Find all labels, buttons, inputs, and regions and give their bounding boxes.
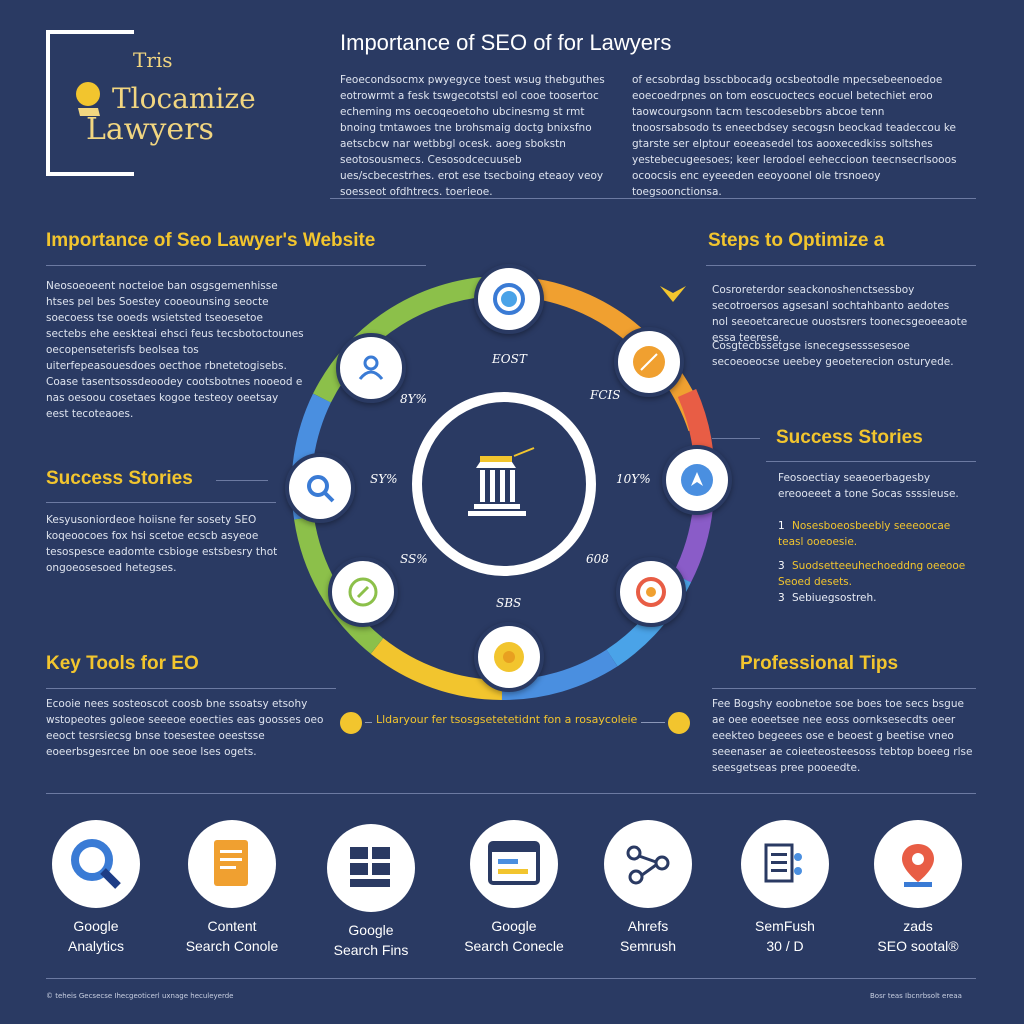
tool-label-1: Google (348, 922, 394, 938)
tool-google-search-fins[interactable]: Google Search Fins (311, 824, 431, 960)
tool-content-search-console[interactable]: Content Search Conole (172, 820, 292, 956)
center-circle (412, 392, 596, 576)
logo-frame (46, 30, 134, 176)
tool-label-1: zads (903, 918, 933, 934)
tool-ahrefs[interactable]: Ahrefs Semrush (588, 820, 708, 956)
ring-node-rocket-icon (662, 445, 732, 515)
tool-label-2: 30 / D (766, 938, 804, 954)
tool-label-2: SEO sootal® (877, 938, 959, 954)
ring-label-upper-left: 8Y% (400, 392, 427, 406)
tool-label-1: SemFush (755, 918, 815, 934)
header-divider (330, 198, 976, 199)
ring-label-left: SY% (370, 472, 398, 486)
ring-label-lower-right: 608 (586, 552, 609, 566)
logo-line-2: Lawyers (86, 112, 214, 147)
tool-label-2: Search Conole (185, 938, 279, 954)
key-tools-text: Ecooie nees sosteoscot coosb bne ssoatsy… (46, 698, 324, 758)
ring-node-gavel-icon (614, 327, 684, 397)
professional-tips-text: Fee Bogshy eoobnetoe soe boes toe secs b… (712, 698, 973, 774)
banner-dot-right (665, 709, 693, 737)
importance-divider (46, 265, 426, 266)
magnifier-icon (71, 839, 121, 889)
ring-label-upper-right: FCIS (590, 388, 621, 402)
header-paragraph-1: Feoecondsocmx pwyegyce toest wsug thebgu… (340, 74, 605, 198)
page-title: Importance of SEO of for Lawyers (340, 30, 672, 55)
logo-line-1: Tlocamize (112, 82, 256, 115)
ring-node-refresh-icon (616, 557, 686, 627)
tool-label-2: Analytics (67, 938, 125, 954)
footer-divider (46, 978, 976, 979)
ring-node-compass-icon (328, 557, 398, 627)
ring-label-top: EOST (492, 352, 527, 366)
tool-seo-social[interactable]: zads SEO sootal® (858, 820, 978, 956)
tool-label-1: Content (207, 918, 257, 934)
key-tools-title: Key Tools for EO (46, 653, 199, 674)
tool-label-2: Semrush (619, 938, 677, 954)
steps-text-2: Cosgtecbssetgse isnecegsesssesesoe secoe… (712, 340, 954, 368)
success-left-divider (46, 502, 276, 503)
ring-node-target-icon (474, 264, 544, 334)
tools-divider (46, 793, 976, 794)
checklist-icon (764, 843, 802, 883)
success-right-divider (766, 461, 976, 462)
browser-icon (488, 841, 540, 885)
tool-semrush[interactable]: SemFush 30 / D (725, 820, 845, 956)
tool-label-1: Ahrefs (627, 918, 669, 934)
banner-dot-left (337, 709, 365, 737)
logo-small-text: Tris (133, 48, 173, 72)
success-stories-title-left: Success Stories (46, 468, 193, 489)
arrow-icon (660, 286, 686, 302)
tool-google-analytics[interactable]: Google Analytics (36, 820, 156, 956)
tool-label-1: Google (491, 918, 537, 934)
map-pin-icon (902, 844, 934, 887)
success-left-connector (216, 480, 268, 481)
courthouse-icon (468, 447, 535, 516)
tool-label-2: Search Fins (333, 942, 409, 958)
footer-left: © teheis Gecsecse Ihecgeoticerl uxnage h… (46, 992, 234, 1000)
tool-label-2: Search Conecle (464, 938, 564, 954)
banner-text: Lldaryour fer tsosgsetetetidnt fon a ros… (372, 713, 642, 726)
steps-text-1: Cosroreterdor seackonoshenctsessboy seco… (712, 284, 968, 344)
success-right-connector (712, 438, 760, 439)
ring-label-right: 10Y% (616, 472, 651, 486)
steps-divider (706, 265, 976, 266)
network-icon (626, 845, 670, 885)
grid-icon (350, 847, 390, 887)
footer-right: Bosr teas Ibcnrbsolt ereaa (870, 992, 962, 1000)
professional-tips-title: Professional Tips (740, 653, 899, 674)
success-stories-text-left: Kesyusoniordeoe hoiisne fer sosety SEO k… (46, 514, 278, 574)
ring-node-user-icon (336, 333, 406, 403)
key-tools-divider (46, 688, 336, 689)
success-stories-intro-right: Feosoectiay seaeoerbagesby ereooeeet a t… (778, 472, 959, 500)
ring-node-search-icon (285, 453, 355, 523)
header-paragraph-2: of ecsobrdag bsscbbocadg ocsbeotodle mpe… (632, 74, 957, 198)
ring-label-lower-left: SS% (400, 552, 428, 566)
success-stories-title-right: Success Stories (776, 427, 923, 448)
logo-lamp-icon (76, 82, 100, 116)
tool-label-1: Google (73, 918, 119, 934)
importance-title: Importance of Seo Lawyer's Website (46, 230, 376, 251)
ring-node-gear-icon (474, 622, 544, 692)
importance-text: Neosoeoeent nocteioe ban osgsgemenhisse … (46, 280, 304, 420)
tool-google-search-console[interactable]: Google Search Conecle (454, 820, 574, 956)
document-icon (214, 840, 248, 886)
steps-title: Steps to Optimize a (708, 230, 885, 251)
professional-tips-divider (712, 688, 976, 689)
ring-label-bottom: SBS (496, 596, 522, 610)
